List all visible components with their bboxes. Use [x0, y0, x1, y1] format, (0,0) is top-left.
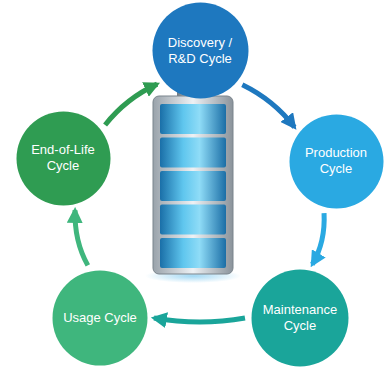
cycle-label: End-of-Life Cycle: [23, 142, 103, 174]
cycle-circle: Usage Cycle: [52, 270, 148, 366]
battery-cell: [160, 171, 226, 201]
cycle-arrow: [154, 318, 245, 322]
cycle-label: Discovery / R&D Cycle: [159, 35, 241, 67]
cycle-label: Usage Cycle: [60, 310, 140, 326]
cycle-label: Maintenance Cycle: [258, 302, 342, 334]
cycle-circle: Maintenance Cycle: [251, 269, 349, 367]
cycle-circle: Discovery / R&D Cycle: [152, 2, 249, 99]
battery-body: [153, 96, 233, 274]
cycle-arrow: [105, 84, 157, 125]
battery-cell: [160, 138, 226, 168]
cycle-circle: End-of-Life Cycle: [16, 111, 111, 206]
battery-cells: [160, 104, 226, 268]
circle-fill: [16, 111, 110, 205]
battery-cell: [160, 238, 226, 268]
circle-fill: [252, 270, 349, 367]
cycle-arrow: [312, 213, 324, 264]
cycle-arrow: [242, 85, 294, 127]
cycle-label: Production Cycle: [296, 145, 376, 177]
cycle-arrow: [75, 210, 88, 265]
battery-cell: [160, 104, 226, 134]
cycle-circle: Production Cycle: [289, 114, 384, 209]
circle-fill: [53, 271, 148, 366]
circle-fill: [289, 114, 383, 208]
battery-cell: [160, 205, 226, 235]
circle-fill: [152, 3, 248, 99]
